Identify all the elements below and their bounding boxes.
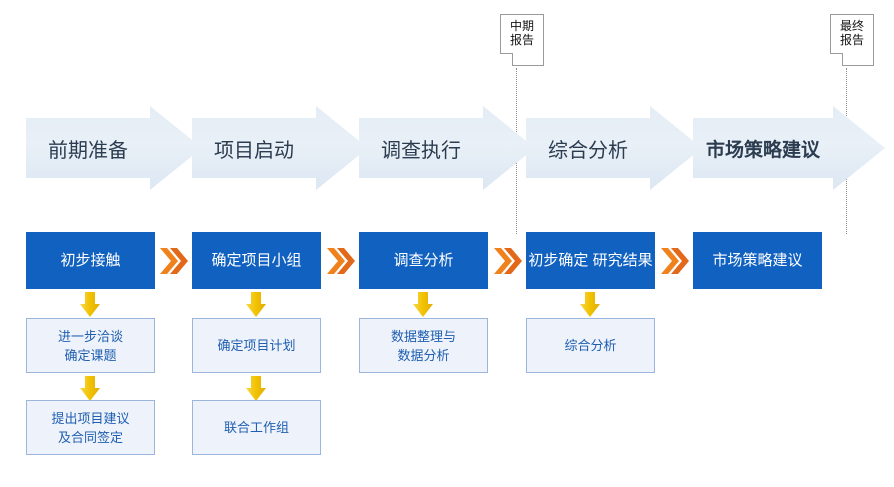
- primary-step-box-1[interactable]: 初步接触: [26, 232, 155, 289]
- sub-step-box-c2-2[interactable]: 联合工作组: [192, 400, 321, 455]
- primary-step-box-2[interactable]: 确定项目小组: [192, 232, 321, 289]
- arrow-down-icon-c2-a: [245, 292, 267, 318]
- milestone-note-line2: 报告: [839, 33, 864, 47]
- primary-step-label-2: 确定项目小组: [211, 251, 302, 269]
- phase-arrow-1[interactable]: 前期准备: [26, 106, 202, 190]
- arrow-down-icon-c3-a: [412, 292, 434, 318]
- milestone-note-final[interactable]: 最终 报告: [830, 14, 874, 66]
- arrow-down-icon-c1-a: [79, 292, 101, 318]
- sub-step-box-c1-1[interactable]: 进一步洽谈 确定课题: [26, 318, 155, 373]
- note-fold-corner-icon: [500, 53, 513, 66]
- arrow-down-icon-c1-b: [79, 376, 101, 402]
- sub-step-box-c1-2[interactable]: 提出项目建议 及合同签定: [26, 400, 155, 455]
- phase-label-1: 前期准备: [48, 139, 128, 162]
- primary-step-box-5[interactable]: 市场策略建议: [693, 232, 822, 289]
- milestone-note-line1: 最终: [839, 19, 864, 33]
- phase-arrow-5[interactable]: 市场策略建议: [693, 106, 885, 190]
- primary-step-box-4[interactable]: 初步确定 研究结果: [526, 232, 655, 289]
- phase-arrow-4[interactable]: 综合分析: [526, 106, 702, 190]
- chevron-right-icon-1: [160, 246, 188, 276]
- phase-label-4: 综合分析: [548, 139, 628, 162]
- sub-step-label-c2-2: 联合工作组: [223, 420, 289, 435]
- sub-step-box-c3-1[interactable]: 数据整理与 数据分析: [359, 318, 488, 373]
- chevron-right-icon-4: [661, 246, 689, 276]
- sub-step-label-c1-1: 进一步洽谈 确定课题: [57, 328, 123, 363]
- primary-step-label-5: 市场策略建议: [712, 251, 803, 269]
- milestone-note-line1: 中期: [509, 19, 534, 33]
- primary-step-label-1: 初步接触: [60, 251, 121, 269]
- primary-step-box-3[interactable]: 调查分析: [359, 232, 488, 289]
- sub-step-label-c2-1: 确定项目计划: [217, 338, 296, 353]
- milestone-note-midterm[interactable]: 中期 报告: [500, 14, 544, 66]
- chevron-right-icon-3: [494, 246, 522, 276]
- primary-step-label-3: 调查分析: [393, 251, 454, 269]
- phase-label-2: 项目启动: [214, 139, 294, 162]
- primary-step-label-4: 初步确定 研究结果: [528, 251, 653, 269]
- sub-step-label-c1-2: 提出项目建议 及合同签定: [51, 410, 130, 445]
- phase-arrow-3[interactable]: 调查执行: [359, 106, 535, 190]
- milestone-note-line2: 报告: [509, 33, 534, 47]
- sub-step-label-c3-1: 数据整理与 数据分析: [390, 328, 456, 363]
- milestone-note-text: 最终 报告: [830, 19, 874, 47]
- sub-step-box-c4-1[interactable]: 综合分析: [526, 318, 655, 373]
- sub-step-box-c2-1[interactable]: 确定项目计划: [192, 318, 321, 373]
- phase-label-3: 调查执行: [381, 139, 461, 162]
- phase-label-5: 市场策略建议: [705, 139, 820, 161]
- arrow-down-icon-c4-a: [579, 292, 601, 318]
- note-fold-corner-icon: [830, 53, 843, 66]
- phase-arrow-2[interactable]: 项目启动: [192, 106, 368, 190]
- arrow-down-icon-c2-b: [245, 376, 267, 402]
- chevron-right-icon-2: [327, 246, 355, 276]
- milestone-note-text: 中期 报告: [500, 19, 544, 47]
- sub-step-label-c4-1: 综合分析: [564, 338, 617, 353]
